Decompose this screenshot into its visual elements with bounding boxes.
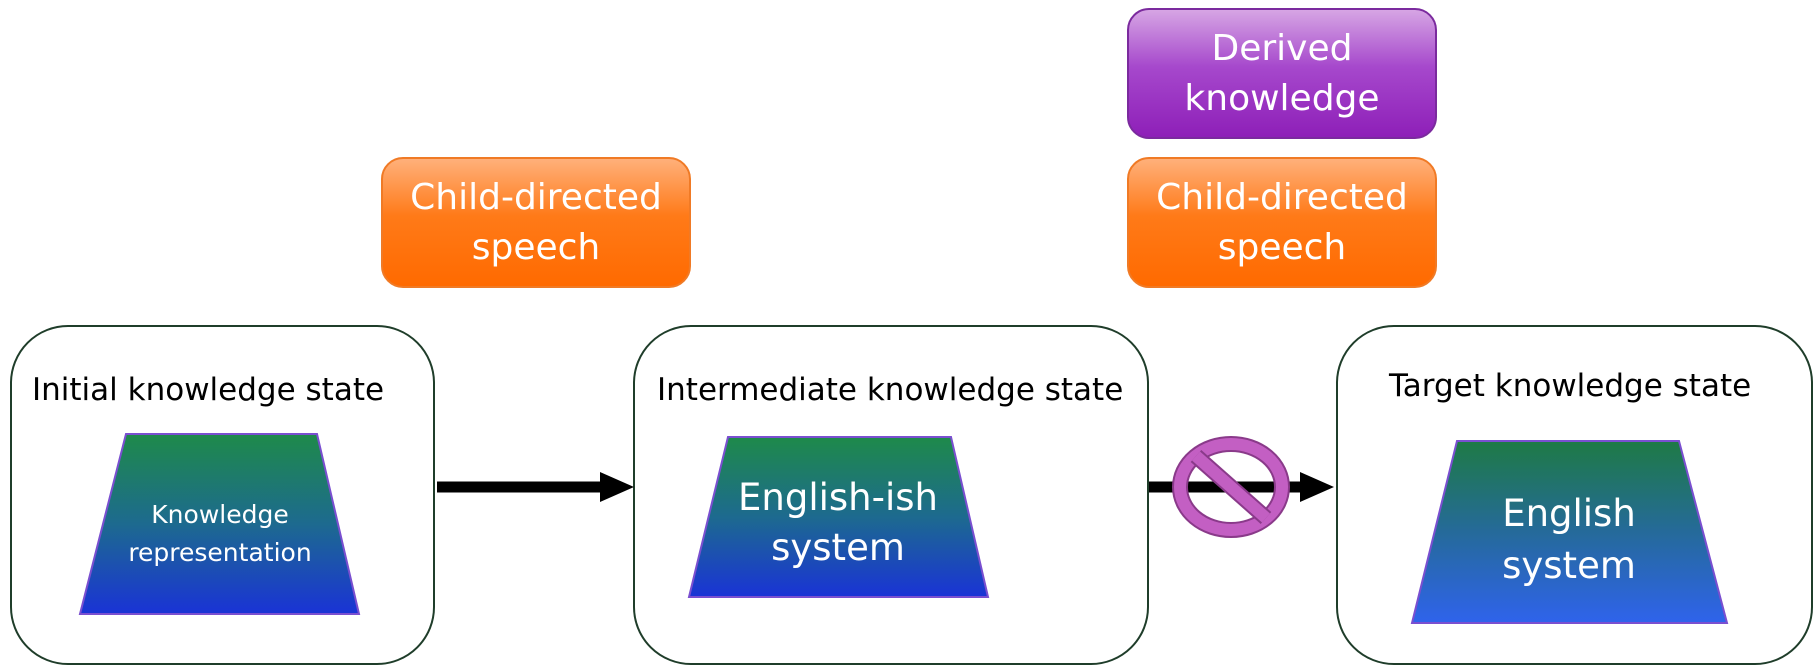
knowledge-representation-shape — [78, 433, 361, 615]
diagram-graphics — [78, 433, 1729, 624]
input-label-line-1: Child-directed — [410, 176, 662, 218]
child-directed-speech-input-2: Child-directed speech — [1127, 157, 1437, 288]
input-label-line-1: Derived — [1211, 27, 1353, 69]
arrow-right-icon — [437, 472, 634, 502]
input-label-line-1: Child-directed — [1156, 176, 1408, 218]
english-system-label: English system — [1444, 488, 1694, 592]
derived-knowledge-input: Derived knowledge — [1127, 8, 1437, 139]
english-ish-system-shape — [687, 436, 990, 598]
target-state-title: Target knowledge state — [1389, 368, 1752, 404]
no-symbol-icon — [1172, 436, 1290, 538]
input-label-line-2: knowledge — [1184, 77, 1380, 119]
initial-state-title: Initial knowledge state — [32, 372, 385, 408]
label-line-1: English — [1502, 492, 1636, 535]
input-label-line-2: speech — [1217, 226, 1347, 268]
child-directed-speech-input-1: Child-directed speech — [381, 157, 691, 288]
english-system-shape — [1410, 440, 1729, 624]
knowledge-representation-label: Knowledge representation — [100, 494, 340, 574]
label-line-2: system — [1502, 544, 1636, 587]
label-line-2: system — [771, 526, 905, 569]
input-label-line-2: speech — [471, 226, 601, 268]
intermediate-state-title: Intermediate knowledge state — [657, 372, 1124, 408]
english-ish-system-label: English-ish system — [698, 473, 978, 573]
label-line-1: Knowledge — [151, 500, 289, 529]
label-line-1: English-ish — [738, 476, 938, 519]
knowledge-state-diagram: Child-directed speech Derived knowledge … — [10, 8, 1813, 665]
label-line-2: representation — [128, 538, 312, 567]
